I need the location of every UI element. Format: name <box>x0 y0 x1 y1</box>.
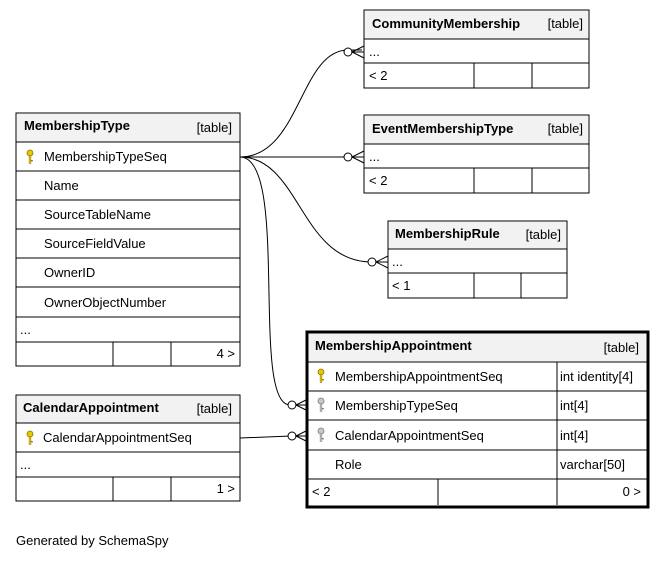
table-membership-appointment[interactable]: MembershipAppointment [table] Membership… <box>305 330 650 509</box>
crows-foot-appointment-type <box>287 398 309 412</box>
table-calendar-appointment[interactable]: CalendarAppointment [table] CalendarAppo… <box>15 394 241 502</box>
parent-count: < 1 <box>392 278 410 293</box>
table-kind: [table] <box>526 227 561 242</box>
table-more-columns: ... <box>20 457 31 472</box>
crows-foot-community <box>343 45 365 59</box>
parent-count: < 2 <box>369 173 387 188</box>
table-membership-rule[interactable]: MembershipRule [table] ... < 1 <box>387 220 568 299</box>
table-more-columns: ... <box>392 254 403 269</box>
child-count: 1 > <box>217 481 235 496</box>
table-kind: [table] <box>197 120 232 135</box>
table-membership-type[interactable]: MembershipType [table] MembershipTypeSeq… <box>15 112 241 367</box>
column-membershiptypeseq: MembershipTypeSeq <box>335 398 458 413</box>
table-name: MembershipType <box>24 118 130 133</box>
table-header <box>17 114 239 142</box>
table-name: MembershipAppointment <box>315 338 472 353</box>
crows-foot-rule <box>367 255 389 269</box>
table-kind: [table] <box>548 121 583 136</box>
column-ownerid: OwnerID <box>44 265 95 280</box>
column-type: int[4] <box>560 398 588 413</box>
rel-membershiptype-membershipappointment <box>239 156 305 406</box>
parent-count: < 2 <box>312 484 330 499</box>
table-header <box>389 222 566 249</box>
table-more-columns: ... <box>20 322 31 337</box>
table-name: CommunityMembership <box>372 16 520 31</box>
column-ownerobjectnumber: OwnerObjectNumber <box>44 295 167 310</box>
table-kind: [table] <box>197 401 232 416</box>
column-calendarappointmentseq: CalendarAppointmentSeq <box>335 428 484 443</box>
table-more-columns: ... <box>369 44 380 59</box>
table-kind: [table] <box>548 16 583 31</box>
column-type: int[4] <box>560 428 588 443</box>
table-event-membership-type[interactable]: EventMembershipType [table] ... < 2 <box>363 114 590 194</box>
table-name: EventMembershipType <box>372 121 513 136</box>
column-sourcetablename: SourceTableName <box>44 207 151 222</box>
column-role: Role <box>335 457 362 472</box>
column-type: varchar[50] <box>560 457 625 472</box>
table-more-columns: ... <box>369 149 380 164</box>
parent-count: < 2 <box>369 68 387 83</box>
table-header <box>365 116 588 144</box>
crows-foot-appointment-calendar <box>287 429 309 443</box>
column-type: int identity[4] <box>560 369 633 384</box>
table-name: MembershipRule <box>395 226 500 241</box>
column-membershipappointmentseq: MembershipAppointmentSeq <box>335 369 503 384</box>
crows-foot-event <box>343 150 365 164</box>
table-header <box>17 396 239 423</box>
column-name: Name <box>44 178 79 193</box>
rel-membershiptype-communitymembership <box>239 49 362 158</box>
relationship-lines <box>239 45 389 443</box>
table-header <box>309 334 646 361</box>
generated-by-label: Generated by SchemaSpy <box>16 533 169 548</box>
table-header <box>365 11 588 39</box>
table-kind: [table] <box>604 340 639 355</box>
table-community-membership[interactable]: CommunityMembership [table] ... < 2 <box>363 9 590 89</box>
child-count: 4 > <box>217 346 235 361</box>
column-sourcefieldvalue: SourceFieldValue <box>44 236 146 251</box>
rel-membershiptype-membershiprule <box>239 156 386 263</box>
table-name: CalendarAppointment <box>23 400 159 415</box>
column-calendarappointmentseq: CalendarAppointmentSeq <box>43 430 192 445</box>
child-count: 0 > <box>623 484 641 499</box>
column-membershiptypeseq: MembershipTypeSeq <box>44 149 167 164</box>
